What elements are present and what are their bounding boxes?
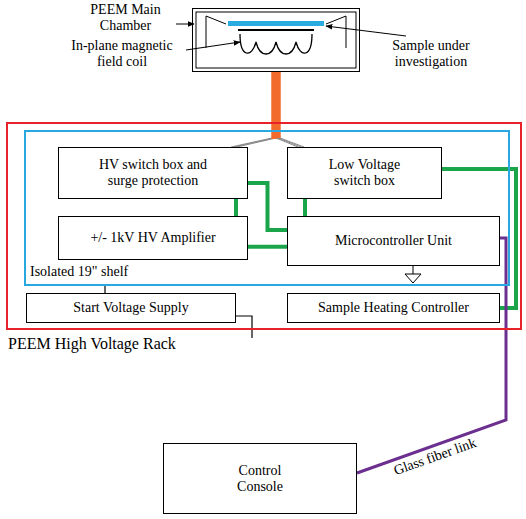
box-label: Control Console [224,463,296,495]
process-box: HV switch box and surge protection [58,147,248,199]
ground-symbol [405,266,421,283]
connector [305,199,306,216]
frame-label: PEEM High Voltage Rack [8,334,176,353]
connector [248,183,287,230]
connector [236,199,237,216]
process-box: Start Voltage Supply [26,293,236,323]
connector-line [272,72,281,139]
connector [248,246,287,247]
callout-label: In-plane magnetic field coil [60,38,184,70]
console-box: Control Console [163,443,357,514]
chamber-inner-wall [196,12,356,68]
callout-label: Sample under investigation [372,38,490,70]
frame-label: Isolated 19" shelf [30,264,128,280]
supply-wire [236,316,252,338]
box-label: Microcontroller Unit [335,233,452,249]
box-label: Start Voltage Supply [73,300,188,316]
field-coil [240,34,312,54]
connector-line [248,183,287,230]
connector-line [276,138,304,147]
process-box: Microcontroller Unit [287,216,500,266]
connector-line [303,199,307,216]
leader-arrow [186,42,240,50]
connector [357,238,506,473]
edge-label: Glass fiber link [390,434,480,479]
connector-line [248,245,287,249]
process-box: Sample Heating Controller [287,293,500,323]
leader-arrow [326,26,406,36]
box-label: +/- 1kV HV Amplifier [90,230,215,246]
connector [276,72,304,147]
connector [231,72,276,147]
process-box: Low Voltage switch box [287,147,442,199]
box-label: Sample Heating Controller [318,300,469,316]
sample-plate [238,29,314,31]
box-label: Low Voltage switch box [323,157,406,189]
shelf-frame: Isolated 19" shelf HV switch box and surg… [24,130,510,286]
sample-bar [228,21,324,26]
rack-frame: PEEM High Voltage RackIsolated 19" shelf… [6,122,522,330]
connector-line [357,238,506,473]
connector-line [104,286,105,293]
connector-line [272,72,281,139]
box-label: HV switch box and surge protection [87,157,219,189]
process-box: +/- 1kV HV Amplifier [58,216,248,260]
chamber-box: PEEM Main Chamber [192,8,360,72]
connector [105,286,106,293]
connector-line [231,138,276,147]
connector-line [234,199,238,216]
frame-label: PEEM Main Chamber [80,2,172,34]
